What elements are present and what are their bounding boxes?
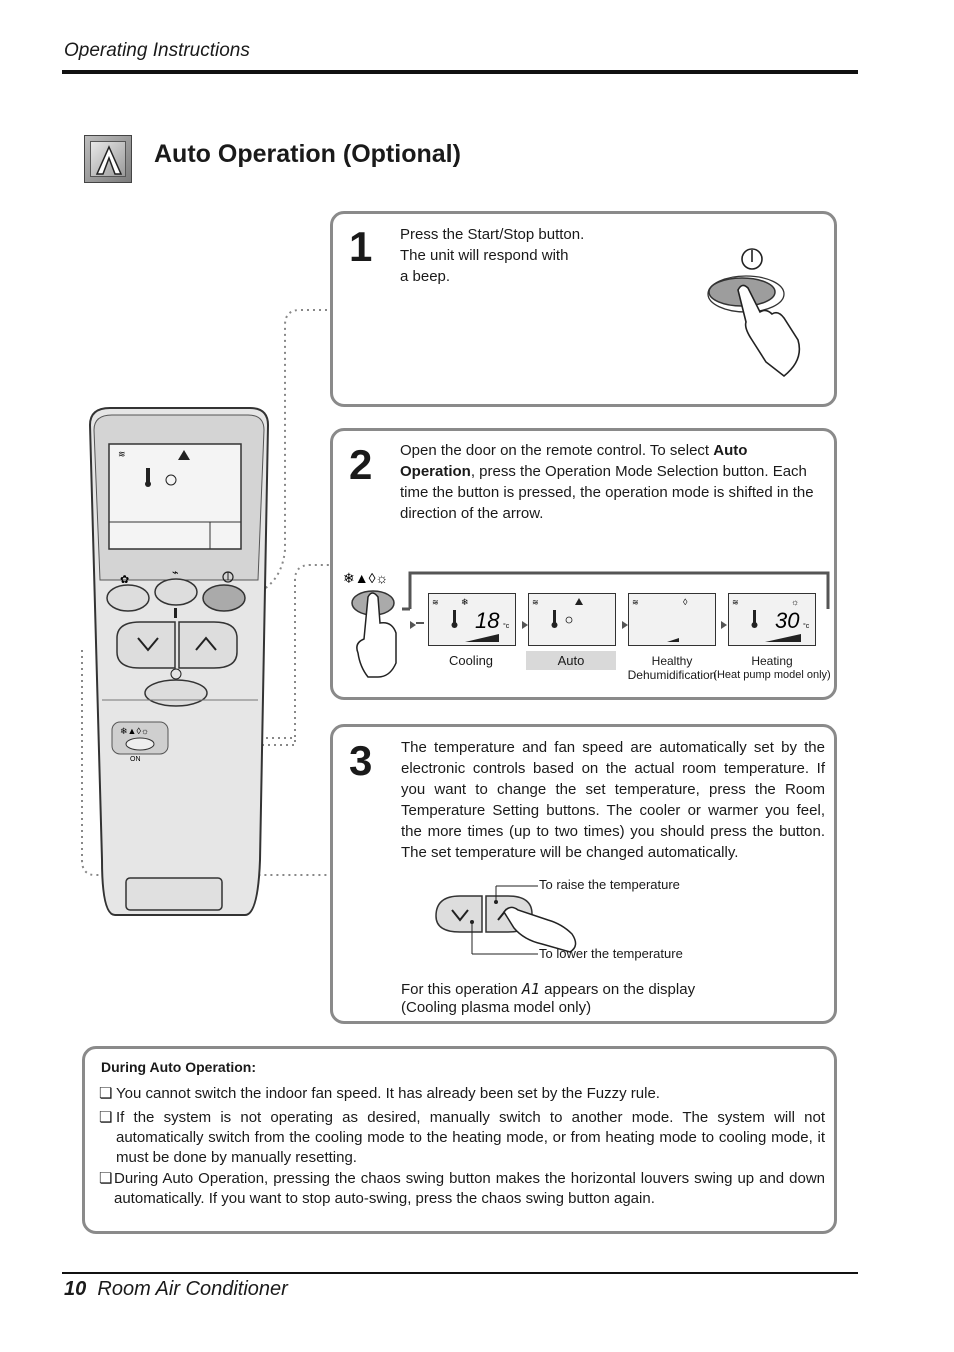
svg-text:≋: ≋ [732, 598, 739, 607]
heating-temp-value: 30 [775, 608, 800, 633]
footer: 10 Room Air Conditioner [64, 1278, 288, 1301]
svg-text:⌁: ⌁ [172, 567, 179, 579]
svg-text:≋: ≋ [432, 598, 439, 607]
step-3-box [330, 724, 837, 1024]
start-stop-press-illustration [707, 248, 801, 378]
mode-label-heating: Heating (Heat pump model only) [712, 654, 832, 682]
display-code-a1: A1 [521, 980, 540, 998]
note-bullet-1: ❏ [99, 1085, 113, 1102]
display-note-post: appears on the display [539, 981, 696, 998]
power-icon [741, 248, 763, 270]
heating-temp-unit: °c [803, 622, 810, 630]
lower-temperature-label: To lower the temperature [539, 946, 683, 961]
step-2-text-bold-auto: Auto [713, 442, 748, 459]
notes-title: During Auto Operation: [101, 1059, 257, 1075]
header-rule [62, 70, 858, 74]
svg-text:≋: ≋ [532, 598, 539, 607]
cooling-temp-unit: °c [503, 622, 510, 630]
pointing-hand-icon [356, 592, 397, 678]
svg-text:❄: ❄ [461, 597, 469, 607]
note-text-1: You cannot switch the indoor fan speed. … [116, 1085, 660, 1102]
pressing-hand-icon [737, 284, 801, 378]
auto-operation-notes-box [82, 1046, 837, 1234]
step-2-number: 2 [349, 441, 373, 488]
note-text-3: During Auto Operation, pressing the chao… [114, 1170, 825, 1207]
mode-label-healthy-line2: Dehumidification [627, 668, 717, 682]
pressing-hand-icon-2 [503, 906, 577, 953]
lcd-healthy-dehumidification: ≋◊ [628, 593, 716, 646]
section-title: Auto Operation (Optional) [154, 140, 461, 168]
step-1-line-2: The unit will respond with [400, 247, 569, 264]
display-note-model: (Cooling plasma model only) [401, 999, 592, 1016]
step-1-line-3: a beep. [400, 268, 451, 285]
mode-symbols-icon: ❄▲◊☼ [343, 570, 388, 586]
step-1-text: Press the Start/Stop button. The unit wi… [400, 224, 680, 287]
remote-control-illustration: ≋ ✿ ⌁ ❄▲◊☼ ON [81, 309, 330, 916]
lcd-heating: ≋ ☼ 30 °c [728, 593, 816, 646]
svg-text:❄▲◊☼: ❄▲◊☼ [120, 726, 149, 736]
step-3-text: The temperature and fan speed are automa… [401, 739, 825, 861]
footer-rule [62, 1272, 858, 1274]
footer-title: Room Air Conditioner [97, 1278, 288, 1300]
header-section-label: Operating Instructions [64, 40, 250, 61]
note-item-3: ❏ During Auto Operation, pressing the ch… [99, 1169, 825, 1209]
lcd-cooling: ≋ ❄ 18 °c [428, 593, 516, 646]
temperature-buttons-illustration [435, 885, 577, 955]
notes-list: ❏ You cannot switch the indoor fan speed… [99, 1084, 825, 1209]
mode-label-healthy: Healthy Dehumidification [622, 654, 722, 682]
mode-label-auto: Auto [526, 651, 616, 670]
step-2-text-post: , press the Operation Mode Selection but… [400, 463, 814, 522]
mode-label-cooling: Cooling [448, 653, 494, 668]
mode-label-heating-note: (Heat pump model only) [713, 669, 831, 681]
svg-text:≋: ≋ [632, 598, 639, 607]
mode-sequence-illustration: ❄▲◊☼ [343, 570, 830, 678]
raise-temperature-label: To raise the temperature [539, 877, 680, 892]
note-item-1: ❏ You cannot switch the indoor fan speed… [99, 1084, 825, 1104]
svg-text:≋: ≋ [118, 449, 126, 459]
step-2-text: Open the door on the remote control. To … [400, 440, 820, 524]
note-bullet-3: ❏ [99, 1170, 113, 1187]
page-number: 10 [64, 1278, 87, 1300]
svg-text:☼: ☼ [791, 597, 799, 607]
cooling-temp-value: 18 [475, 608, 500, 633]
display-note-pre: For this operation [401, 981, 522, 998]
remote-on-label: ON [130, 756, 141, 763]
auto-mode-icon [84, 135, 132, 183]
step-1-number: 1 [349, 223, 373, 270]
mode-label-heating-line1: Heating [751, 654, 793, 668]
svg-text:◊: ◊ [683, 597, 688, 607]
step-2-text-bold-operation: Operation [400, 463, 471, 480]
mode-label-healthy-line1: Healthy [651, 654, 693, 668]
step-2-text-pre: Open the door on the remote control. To … [400, 442, 714, 459]
note-text-2: If the system is not operating as desire… [116, 1109, 825, 1166]
step-1-line-1: Press the Start/Stop button. [400, 226, 585, 243]
step-3-number: 3 [349, 737, 373, 784]
note-item-2: ❏ If the system is not operating as desi… [99, 1108, 825, 1168]
note-bullet-2: ❏ [99, 1109, 113, 1126]
step-3-display-note: For this operation A1 appears on the dis… [401, 980, 821, 1017]
svg-text:✿: ✿ [120, 574, 129, 586]
lcd-auto: ≋ [528, 593, 616, 646]
